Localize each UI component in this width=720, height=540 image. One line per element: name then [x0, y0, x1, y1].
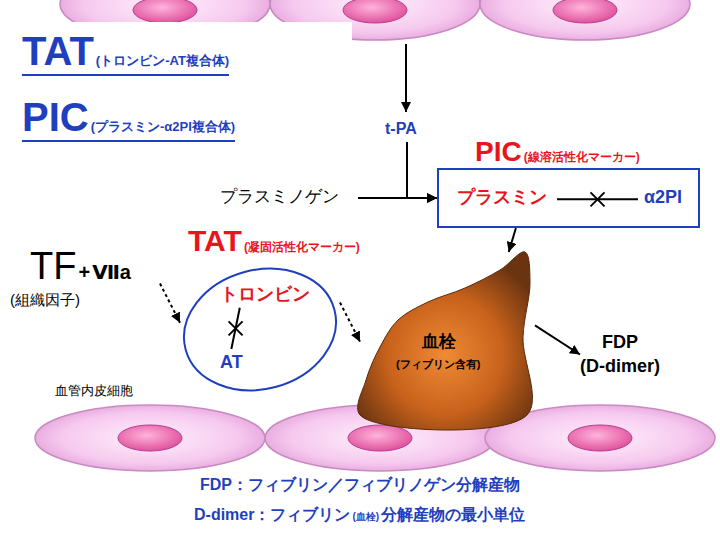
- text-row: TF+Ⅶa: [30, 245, 131, 289]
- connector-arrow: [535, 325, 580, 354]
- text-row: TAT(凝固活性化マーカー): [188, 224, 360, 259]
- node-text: t-PA: [385, 120, 417, 138]
- marker-legend-box: TAT(トロンビン-AT複合体) PIC(プラスミン-α2PI複合体): [0, 22, 352, 162]
- node-text: Ⅶa: [92, 261, 131, 284]
- cell-nucleus: [348, 425, 412, 451]
- product-label: FDP (D-dimer): [580, 332, 700, 382]
- node-text: AT: [220, 352, 243, 373]
- node-text: (凝固活性化マーカー): [244, 241, 360, 255]
- text-row: プラスミン: [457, 187, 547, 208]
- inhibit-cross: [229, 321, 243, 335]
- node-text: (プラスミン-α2PI複合体): [91, 120, 236, 135]
- text-row: トロンビン: [220, 284, 310, 305]
- text-row: PIC(プラスミン-α2PI複合体): [22, 94, 235, 142]
- fibrinolysis-box: PIC(線溶活性化マーカー)プラスミンα2PI: [437, 168, 700, 228]
- connector-arrow: [407, 142, 437, 198]
- text-row: FDP: [602, 332, 638, 353]
- label-text: (血栓): [352, 511, 379, 523]
- node-text: トロンビン: [220, 284, 310, 305]
- inhibition-symbol: [180, 262, 340, 397]
- coagulation-ellipse: TAT(凝固活性化マーカー)トロンビンAT: [180, 262, 340, 397]
- node-text: (フィブリン含有): [396, 358, 480, 371]
- node-text: FDP: [602, 332, 638, 353]
- cell-nucleus: [568, 425, 632, 451]
- text-row: PIC(線溶活性化マーカー): [475, 136, 640, 168]
- node-text: 血栓: [422, 332, 456, 352]
- endothelial-cell: [35, 405, 265, 471]
- text-row: プラスミノゲン: [220, 187, 339, 207]
- label-text: FDP：フィブリン／フィブリノゲン分解産物: [200, 476, 520, 494]
- node-text: プラスミン: [457, 187, 547, 208]
- label-text: 血管内皮細胞: [55, 384, 133, 399]
- node-text: PIC: [22, 94, 89, 140]
- label-text: D-dimer：フィブリン: [194, 506, 350, 524]
- complex-ellipse: [170, 252, 350, 407]
- footnote: FDP：フィブリン／フィブリノゲン分解産物: [200, 476, 520, 494]
- node-text: α2PI: [644, 187, 682, 208]
- ellipse-outline: [180, 262, 340, 397]
- tissue-factor-label: TF+Ⅶa (組織因子): [10, 245, 160, 315]
- connector-arrow: [340, 303, 360, 342]
- node-text: PIC: [475, 136, 522, 168]
- node-text: プラスミノゲン: [220, 187, 339, 207]
- node-text: (組織因子): [10, 291, 80, 308]
- node-text: TAT: [22, 28, 94, 74]
- text-row: AT: [220, 352, 243, 373]
- inhibit-cross: [591, 192, 605, 206]
- inhibit-cross: [229, 321, 243, 335]
- text-row: TAT(トロンビン-AT複合体): [22, 28, 229, 76]
- cell-nucleus: [133, 0, 197, 23]
- text-row: (組織因子): [10, 291, 80, 308]
- cell-nucleus: [553, 0, 617, 23]
- text-row: (フィブリン含有): [396, 358, 480, 371]
- text-row: t-PA: [385, 120, 417, 138]
- node-text: TF: [30, 245, 76, 289]
- substrate-label: プラスミノゲン: [218, 186, 358, 210]
- inhibit-cross: [591, 192, 605, 206]
- text-row: (D-dimer): [580, 356, 660, 377]
- thrombus-body: [358, 252, 533, 430]
- connector-arrow: [509, 228, 516, 252]
- endothelial-cell: [480, 0, 690, 40]
- node-text: (線溶活性化マーカー): [524, 151, 640, 165]
- endothelium-label: 血管内皮細胞: [55, 384, 133, 399]
- node-text: +: [78, 261, 90, 284]
- connector-arrow: [358, 197, 437, 199]
- node-text: (D-dimer): [580, 356, 660, 377]
- cell-nucleus: [343, 0, 407, 23]
- text-row: α2PI: [644, 187, 682, 208]
- label-text: 分解産物の最小単位: [381, 506, 525, 524]
- node-text: (トロンビン-AT複合体): [96, 54, 229, 69]
- text-row: 血栓: [422, 332, 456, 352]
- cell-nucleus: [118, 425, 182, 451]
- connector-arrow: [160, 284, 180, 323]
- release-arrow: [405, 44, 407, 112]
- enzyme-label: t-PA: [383, 118, 431, 142]
- footnote: D-dimer：フィブリン(血栓)分解産物の最小単位: [194, 506, 525, 524]
- thrombus-shape: 血栓 (フィブリン含有): [360, 252, 535, 415]
- node-text: TAT: [188, 224, 242, 259]
